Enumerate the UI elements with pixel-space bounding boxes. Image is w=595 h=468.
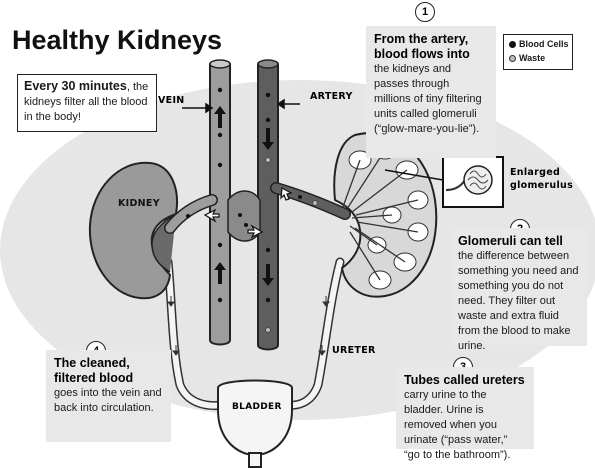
- legend-item-blood-cells: Blood Cells: [509, 37, 572, 51]
- step-2-heading: Glomeruli can tell: [458, 234, 579, 249]
- legend: Blood Cells Waste: [503, 34, 573, 70]
- step-1-number: 1: [415, 2, 435, 22]
- bladder: [218, 381, 292, 468]
- enlarged-glomerulus-label: Enlarged glomerulus: [510, 166, 580, 192]
- step-1-text: the kidneys and passes through millions …: [374, 62, 488, 137]
- step-1-text-block: From the artery, blood flows into the ki…: [366, 26, 496, 158]
- legend-item-waste: Waste: [509, 51, 572, 65]
- step-3-heading: Tubes called ureters: [404, 373, 526, 388]
- page-title: Healthy Kidneys: [12, 25, 222, 55]
- step-2-text-block: Glomeruli can tell the difference betwee…: [450, 228, 587, 346]
- blood-cell-dot-icon: [509, 41, 516, 48]
- step-1-heading: From the artery, blood flows into: [374, 32, 488, 62]
- step-4-heading: The cleaned, filtered blood: [54, 356, 163, 386]
- kidney-label: KIDNEY: [118, 198, 160, 209]
- step-3-text: carry urine to the bladder. Urine is rem…: [404, 388, 526, 463]
- artery-label: ARTERY: [310, 91, 353, 102]
- step-2-text: the difference between something you nee…: [458, 249, 579, 354]
- intro-bold: Every 30 minutes: [24, 79, 127, 93]
- step-4-text: goes into the vein and back into circula…: [54, 386, 163, 416]
- waste-dot-icon: [509, 55, 516, 62]
- intro-callout: Every 30 minutes, the kidneys filter all…: [17, 74, 157, 132]
- bladder-label: BLADDER: [232, 402, 282, 412]
- step-3-text-block: Tubes called ureters carry urine to the …: [396, 367, 534, 449]
- step-4-text-block: The cleaned, filtered blood goes into th…: [46, 350, 171, 442]
- ureter-label: URETER: [332, 345, 376, 356]
- vein-label: VEIN: [158, 95, 185, 106]
